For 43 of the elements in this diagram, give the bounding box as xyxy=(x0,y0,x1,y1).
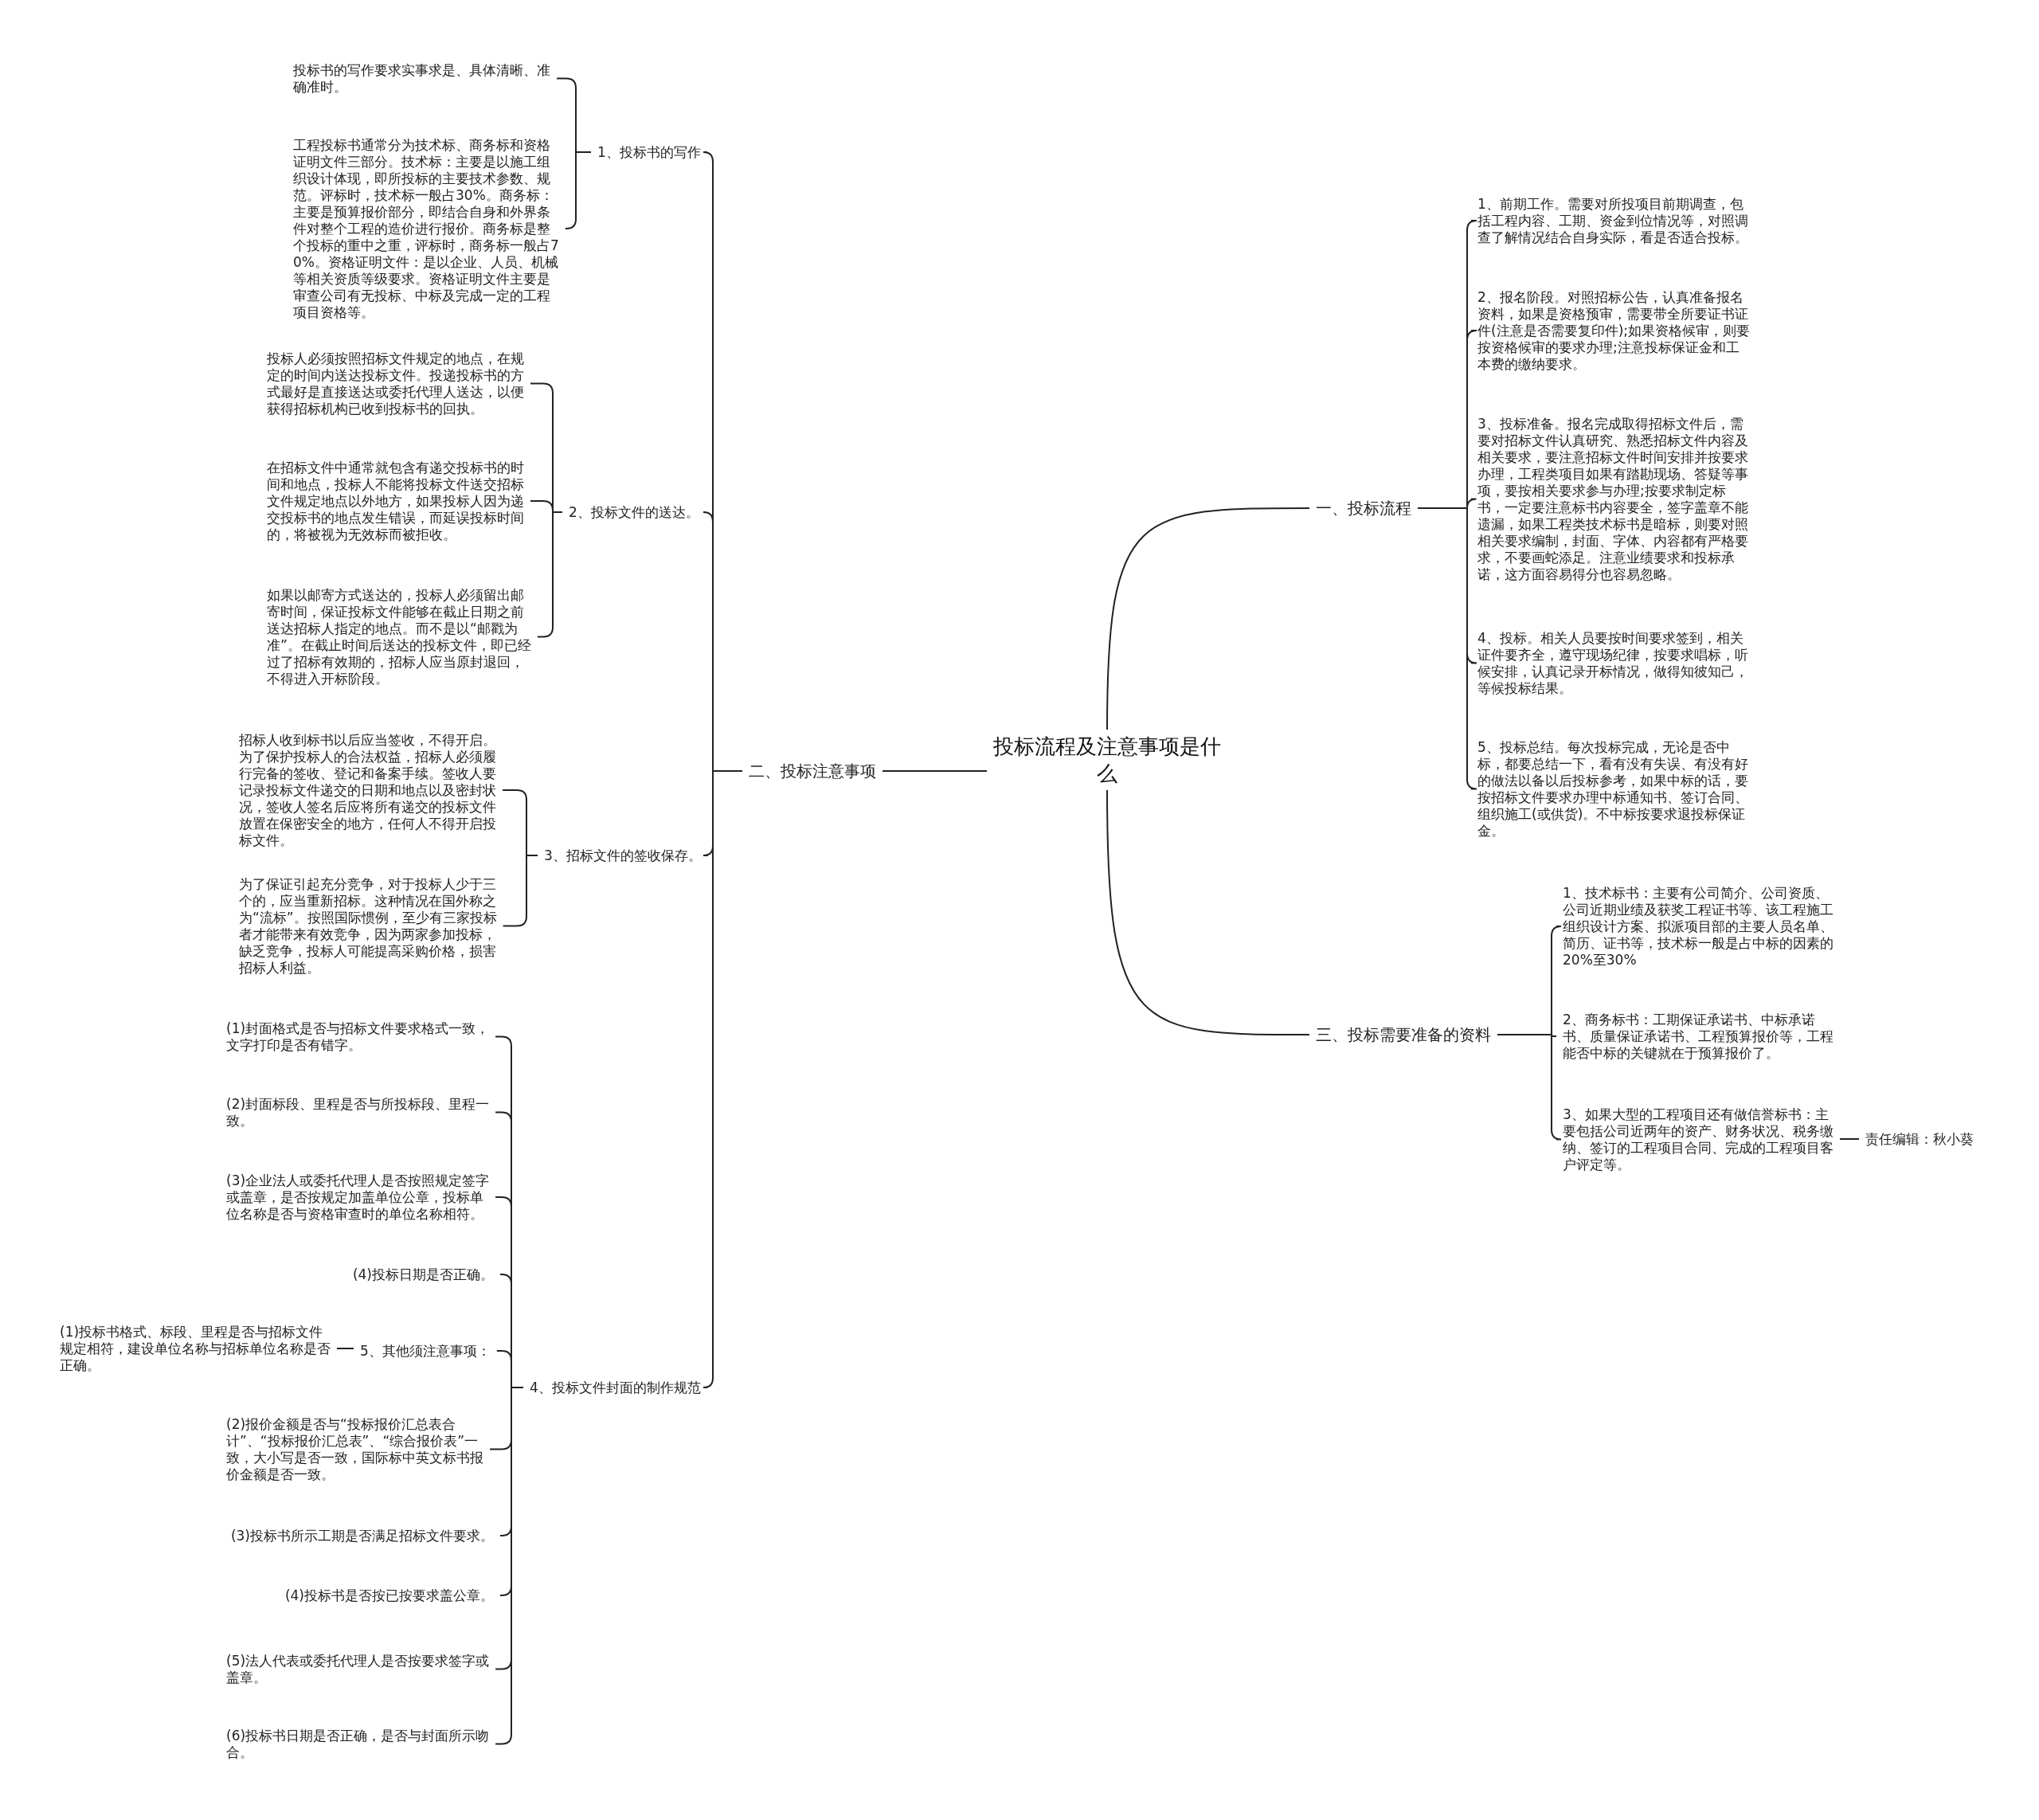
connector-line xyxy=(702,770,743,1388)
central-topic: 投标流程及注意事项是什么 xyxy=(988,733,1227,787)
note-text: 3、如果大型的工程项目还有做信誉标书：主要包括公司近两年的资产、财务状况、税务缴纳、签订的工程项目合同、完成的工程项目客户评定等。 xyxy=(1563,1106,1837,1173)
note-text: (1)投标书格式、标段、里程是否与招标文件规定相符，建设单位名称与招标单位名称是否正确。 xyxy=(60,1324,335,1374)
note-text: 1、前期工作。需要对所投项目前期调查，包括工程内容、工期、资金到位情况等，对照调查了解情况结合自身实际，看是否适合投标。 xyxy=(1477,196,1752,246)
note-text: 在招标文件中通常就包含有递交投标书的时间和地点，投标人不能将投标文件送交招标文件规定地点以外地方，如果投标人因为递交投标书的地点发生错误，而延误投标时间的，将被视为无效标而被拒收。 xyxy=(267,460,534,543)
note-text: 2、报名阶段。对照招标公告，认真准备报名资料，如果是资格预审，需要带全所要证书证件(注意是否需要复印件);如果资格候审，则要按资格候审的要求办理;注意投标保证金和工本费的缴纳要求。 xyxy=(1477,289,1752,373)
note-text: (1)封面格式是否与招标文件要求格式一致，文字打印是否有错字。 xyxy=(226,1020,493,1054)
connector-line xyxy=(336,1348,354,1349)
note-text: (4)投标书是否按已按要求盖公章。 xyxy=(271,1587,494,1604)
note-text: (3)企业法人或委托代理人是否按照规定签字或盖章，是否按规定加盖单位公章，投标单位名称是否与资格审查时的单位名称相符。 xyxy=(226,1172,493,1223)
subtopic: 4、投标文件封面的制作规范 xyxy=(530,1380,709,1396)
note-text: 1、技术标书：主要有公司简介、公司资质、公司近期业绩及获奖工程证书等、该工程施工组织设计方案、拟派项目部的主要人员名单、简历、证书等，技术标一般是占中标的因素的20%至30% xyxy=(1563,885,1837,969)
note-text: 4、投标。相关人员要按时间要求签到，相关证件要齐全，遵守现场纪律，按要求唱标，听候安排，认真记录开标情况，做得知彼知己，等候投标结果。 xyxy=(1477,630,1752,697)
connector-line xyxy=(1417,507,1477,790)
note-text: (6)投标书日期是否正确，是否与封面所示吻合。 xyxy=(226,1728,493,1761)
subtopic: 3、招标文件的签收保存。 xyxy=(544,847,695,864)
note-text: 为了保证引起充分竞争，对于投标人少于三个的，应当重新招标。这种情况在国外称之为“流标”。按照国际惯例，至少有三家投标者才能带来有效竞争，因为两家参加投标，缺乏竞争，投标人可能提高采购价格，损害招标人利益。 xyxy=(239,876,506,977)
note-text: (5)法人代表或委托代理人是否按要求签字或盖章。 xyxy=(226,1653,493,1686)
note-text: 2、商务标书：工期保证承诺书、中标承诺书、质量保证承诺书、工程预算报价等，工程能否中标的关键就在于预算报价了。 xyxy=(1563,1012,1837,1062)
subtopic: 5、其他须注意事项： xyxy=(360,1343,491,1360)
note-text: (2)报价金额是否与“投标报价汇总表合计”、“投标报价汇总表”、“综合报价表”一致，大小写是否一致，国际标中英文标书报价金额是否一致。 xyxy=(226,1416,493,1483)
connector-line xyxy=(882,770,988,772)
branch-topic: 二、投标注意事项 xyxy=(749,761,892,781)
note-text: 工程投标书通常分为技术标、商务标和资格证明文件三部分。技术标：主要是以施工组织设计体现，即所投标的主要技术参数、规范。评标时，技术标一般占30%。商务标：主要是预算报价部分，即结合自身和外界条件对整个工程的造价进行报价。商务标是整个投标的重中之重，评标时，商务标一般占70%。资格证明文件：是以企业、人员、机械等相关资质等级要求。资格证明文件主要是审查公司有无投标、中标及完成一定的工程项目资格等。 xyxy=(293,137,560,321)
note-text: 如果以邮寄方式送达的，投标人必须留出邮寄时间，保证投标文件能够在截止日期之前送达招标人指定的地点。而不是以“邮戳为准”。在截止时间后送达的投标文件，即已经过了招标有效期的，招标人应当原封退回，不得进入开标阶段。 xyxy=(267,587,534,687)
note-text: 招标人收到标书以后应当签收，不得开启。为了保护投标人的合法权益，招标人必须履行完备的签收、登记和备案手续。签收人要记录投标文件递交的日期和地点以及密封状况，签收人签名后应将所有递交的投标文件放置在保密安全的地方，任何人不得开启投标文件。 xyxy=(239,732,506,849)
subtopic: 2、投标文件的送达。 xyxy=(569,504,696,521)
note-text: (3)投标书所示工期是否满足招标文件要求。 xyxy=(223,1528,494,1544)
note-text: (2)封面标段、里程是否与所投标段、里程一致。 xyxy=(226,1096,493,1129)
note-text: 5、投标总结。每次投标完成，无论是否中标，都要总结一下，看有没有失误、有没有好的做法以备以后投标参考，如果中标的话，要按招标文件要求办理中标通知书、签订合同、组织施工(或供货)。不中标按要求退投标保证金。 xyxy=(1477,739,1752,840)
connector-line xyxy=(1839,1138,1860,1140)
note-text: 投标书的写作要求实事求是、具体清晰、准确准时。 xyxy=(293,62,560,96)
connector-line xyxy=(564,151,592,229)
connector-line xyxy=(1106,507,1310,730)
subtopic: 1、投标书的写作 xyxy=(597,144,705,161)
note-text: 投标人必须按照招标文件规定的地点，在规定的时间内送达投标文件。投递投标书的方式最好是直接送达或委托代理人送达，以便获得招标机构已收到投标书的回执。 xyxy=(267,350,534,417)
note-text: 3、投标准备。报名完成取得招标文件后，需要对招标文件认真研究、熟悉招标文件内容及相关要求，要注意招标文件时间安排并按要求办理，工程类项目如果有踏勘现场、答疑等事项，要按相关要求参与办理;按要求制定标书，一定要注意标书内容要全，签字盖章不能遗漏，如果工程类技术标书是暗标，则要对照相关要求编制，封面、字体、内容都有严格要求，不要画蛇添足。注意业绩要求和投标承诺，这方面容易得分也容易忽略。 xyxy=(1477,416,1752,583)
credit-text: 责任编辑：秋小葵 xyxy=(1865,1131,1985,1148)
connector-line xyxy=(1106,789,1310,1035)
branch-topic: 一、投标流程 xyxy=(1316,498,1435,519)
branch-topic: 三、投标需要准备的资料 xyxy=(1316,1024,1523,1045)
note-text: (4)投标日期是否正确。 xyxy=(335,1266,494,1283)
